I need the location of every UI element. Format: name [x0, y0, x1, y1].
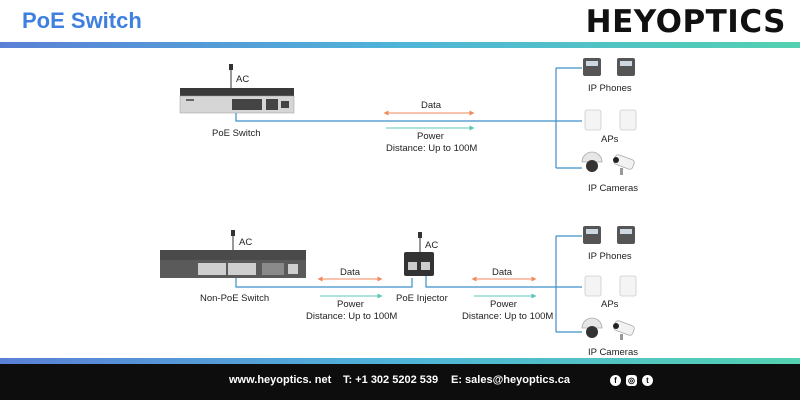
- ip-camera-icon: [581, 151, 635, 175]
- bottom-cameras-label: IP Cameras: [588, 347, 638, 358]
- network-diagram: AC PoE Switch Data Power Distance: Up to…: [160, 58, 638, 358]
- injector-label: PoE Injector: [396, 293, 448, 304]
- top-ac-label: AC: [236, 74, 249, 85]
- ip-camera-icon: [581, 317, 635, 340]
- bottom-right-data-label: Data: [492, 267, 513, 278]
- ac-plug-icon: [231, 230, 235, 250]
- twitter-icon[interactable]: t: [642, 375, 653, 386]
- header-gradient-bar: [0, 42, 800, 48]
- bottom-left-power-label: Power: [337, 299, 364, 310]
- bottom-cable-right: [425, 276, 556, 288]
- instagram-icon[interactable]: ◎: [626, 375, 637, 386]
- top-distance-label: Distance: Up to 100M: [386, 143, 477, 154]
- top-cameras-label: IP Cameras: [588, 183, 638, 194]
- footer-gradient-bar: [0, 358, 800, 364]
- bottom-section: AC Non-PoE Switch Data Power Distance: U…: [160, 226, 638, 358]
- ac-plug-icon: [418, 232, 422, 252]
- top-phones-label: IP Phones: [588, 83, 632, 94]
- bottom-switch-label: Non-PoE Switch: [200, 293, 269, 304]
- access-point-icon: [584, 275, 637, 297]
- footer-email-link[interactable]: E: sales@heyoptics.ca: [451, 374, 570, 386]
- facebook-icon[interactable]: f: [610, 375, 621, 386]
- non-poe-switch-device: [160, 250, 306, 278]
- top-section: AC PoE Switch Data Power Distance: Up to…: [179, 58, 638, 194]
- bottom-cable-left: [235, 278, 413, 288]
- poe-injector-device: [404, 252, 434, 276]
- bottom-ac-label: AC: [239, 237, 252, 248]
- page-title: PoE Switch: [22, 8, 142, 33]
- bottom-right-power-label: Power: [490, 299, 517, 310]
- bottom-aps-label: APs: [601, 299, 619, 310]
- top-cable: [235, 113, 556, 122]
- brand-logo: HEYOPTICS: [585, 4, 786, 40]
- bottom-right-distance-label: Distance: Up to 100M: [462, 311, 553, 322]
- poe-switch-device: [179, 88, 295, 114]
- footer-website-link[interactable]: www.heyoptics. net: [229, 374, 332, 386]
- footer-phone: T: +1 302 5202 539: [343, 374, 439, 386]
- top-power-label: Power: [417, 131, 444, 142]
- bottom-left-data-label: Data: [340, 267, 361, 278]
- bottom-phones-label: IP Phones: [588, 251, 632, 262]
- access-point-icon: [584, 109, 637, 131]
- top-aps-label: APs: [601, 134, 619, 145]
- bottom-left-distance-label: Distance: Up to 100M: [306, 311, 397, 322]
- ac-plug-icon: [229, 64, 233, 88]
- ip-phone-icon: [583, 58, 635, 76]
- injector-ac-label: AC: [425, 240, 438, 251]
- footer: www.heyoptics. net T: +1 302 5202 539 E:…: [0, 364, 800, 400]
- top-data-label: Data: [421, 100, 442, 111]
- top-switch-label: PoE Switch: [212, 128, 261, 139]
- ip-phone-icon: [583, 226, 635, 244]
